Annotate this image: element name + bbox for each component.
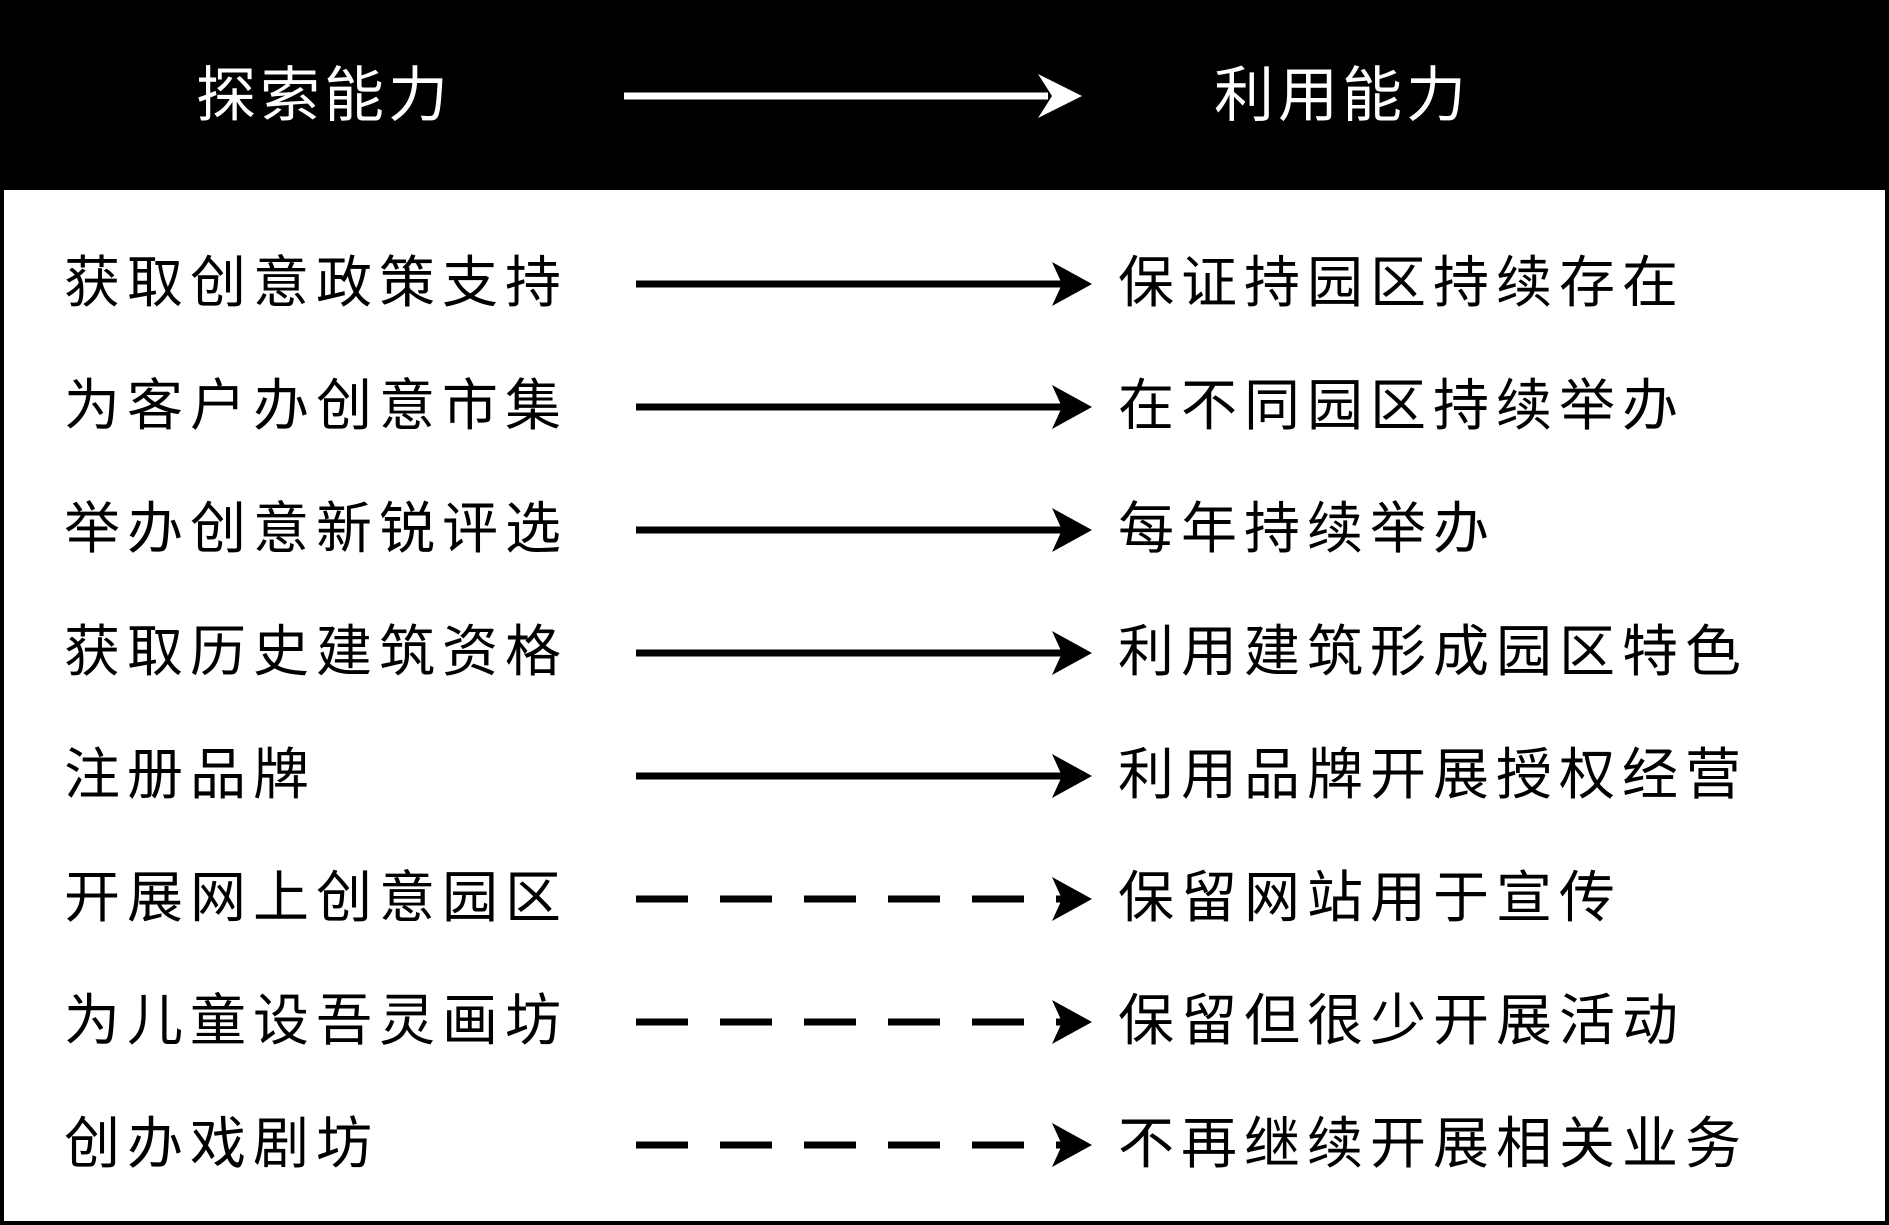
exploit-capability-label: 在不同园区持续举办 — [1118, 374, 1685, 439]
solid-arrow — [636, 631, 1092, 675]
exploit-capability-label: 保证持园区持续存在 — [1118, 251, 1685, 316]
explore-capability-label: 创办戏剧坊 — [64, 1112, 379, 1177]
dashed-arrow — [636, 1123, 1092, 1167]
exploit-capability-label: 不再继续开展相关业务 — [1118, 1112, 1748, 1177]
solid-arrow — [636, 262, 1092, 306]
explore-capability-label: 获取历史建筑资格 — [64, 620, 568, 685]
explore-capability-label: 举办创意新锐评选 — [64, 497, 568, 562]
exploit-capability-label: 保留但很少开展活动 — [1118, 989, 1685, 1054]
solid-arrow — [636, 754, 1092, 798]
header-arrow — [624, 74, 1082, 118]
explore-capability-label: 注册品牌 — [64, 743, 316, 808]
dashed-arrow — [636, 877, 1092, 921]
exploit-capability-label: 每年持续举办 — [1118, 497, 1496, 562]
dashed-arrow — [636, 1000, 1092, 1044]
solid-arrow — [636, 508, 1092, 552]
header-left-title: 探索能力 — [196, 61, 452, 131]
explore-capability-label: 开展网上创意园区 — [64, 866, 568, 931]
exploit-capability-label: 保留网站用于宣传 — [1118, 866, 1622, 931]
explore-capability-label: 为客户办创意市集 — [64, 374, 568, 439]
exploit-capability-label: 利用品牌开展授权经营 — [1118, 743, 1748, 808]
explore-capability-label: 获取创意政策支持 — [64, 251, 568, 316]
explore-capability-label: 为儿童设吾灵画坊 — [64, 989, 568, 1054]
header-right-title: 利用能力 — [1214, 61, 1470, 131]
exploit-capability-label: 利用建筑形成园区特色 — [1118, 620, 1748, 685]
solid-arrow — [636, 385, 1092, 429]
